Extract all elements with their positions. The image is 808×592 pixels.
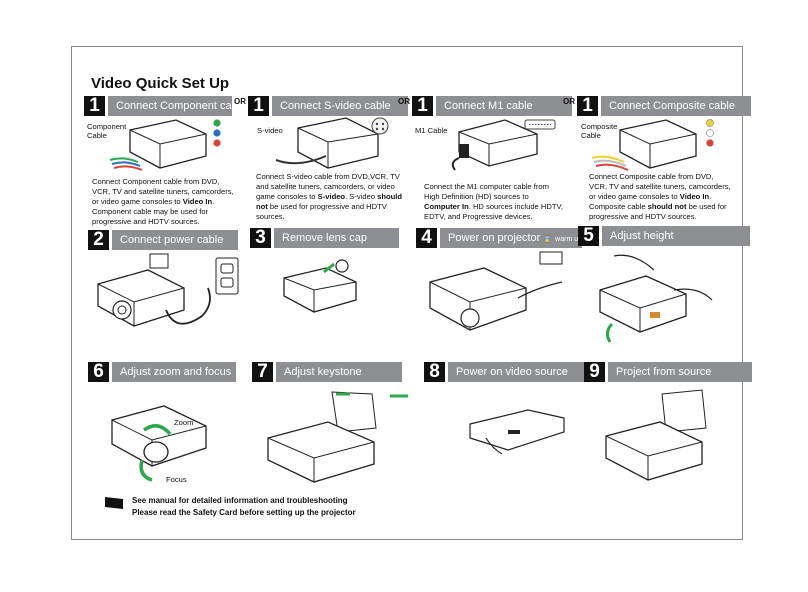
- step-number: 3: [250, 228, 271, 248]
- step-label: Connect Composite cable: [601, 96, 751, 116]
- or-label: OR: [398, 97, 410, 106]
- composite-description: Connect Composite cable from DVD, VCR, T…: [589, 172, 731, 221]
- step-label: Power on video source: [448, 362, 586, 382]
- focus-label: Focus: [166, 475, 187, 484]
- svideo-label: S-video: [257, 126, 283, 135]
- step-number: 9: [584, 362, 605, 382]
- step-number: 1: [84, 96, 105, 116]
- step-number: 5: [578, 226, 599, 246]
- manual-book-icon: [105, 497, 123, 509]
- step-label: Project from source: [608, 362, 752, 382]
- projector-m1-illustration: [451, 119, 556, 171]
- page-title: Video Quick Set Up: [91, 75, 230, 92]
- projector-composite-illustration: [591, 119, 697, 171]
- step-label: Adjust height: [602, 226, 750, 246]
- step-label: Connect S-video cable: [272, 96, 408, 116]
- project-from-source-illustration: [605, 389, 707, 481]
- lens-cap-illustration: [283, 259, 357, 313]
- step-label: Adjust zoom and focus: [112, 362, 236, 382]
- step-label: Connect Component cable: [108, 96, 246, 116]
- power-on-projector-illustration: [429, 251, 563, 331]
- or-label: OR: [563, 97, 575, 106]
- step-label: Adjust keystone: [276, 362, 402, 382]
- step-label: Remove lens cap: [274, 228, 399, 248]
- component-color-dots: [213, 119, 221, 147]
- composite-color-dots: [706, 119, 714, 147]
- step-label: Connect power cable: [112, 230, 238, 250]
- component-description: Connect Component cable from DVD, VCR, T…: [92, 177, 234, 226]
- zoom-focus-illustration: [111, 405, 207, 482]
- power-cable-illustration: [97, 253, 239, 327]
- hourglass-icon: ⌛: [543, 236, 553, 243]
- or-label: OR: [234, 97, 246, 106]
- video-source-illustration: [469, 409, 565, 455]
- safety-note: Please read the Safety Card before setti…: [132, 508, 356, 517]
- step-number: 8: [424, 362, 445, 382]
- step-number: 1: [248, 96, 269, 116]
- keystone-illustration: [267, 391, 408, 483]
- m1-cable-label: M1 Cable: [415, 126, 448, 135]
- step-number: 6: [88, 362, 109, 382]
- manual-note: See manual for detailed information and …: [132, 496, 348, 505]
- projector-svideo-illustration: [275, 117, 389, 169]
- step-number: 4: [416, 228, 437, 248]
- step-number: 7: [252, 362, 273, 382]
- svideo-description: Connect S-video cable from DVD,VCR, TV a…: [256, 172, 403, 221]
- m1-description: Connect the M1 computer cable from High …: [424, 182, 563, 221]
- step-label: Connect M1 cable: [436, 96, 572, 116]
- zoom-label: Zoom: [174, 418, 194, 427]
- adjust-height-illustration: [599, 254, 713, 343]
- projector-component-illustration: [109, 119, 207, 171]
- step-number: 1: [577, 96, 598, 116]
- step-number: 2: [88, 230, 109, 250]
- step-number: 1: [412, 96, 433, 116]
- step-label: Power on projector ⌛ warm up: [440, 228, 582, 248]
